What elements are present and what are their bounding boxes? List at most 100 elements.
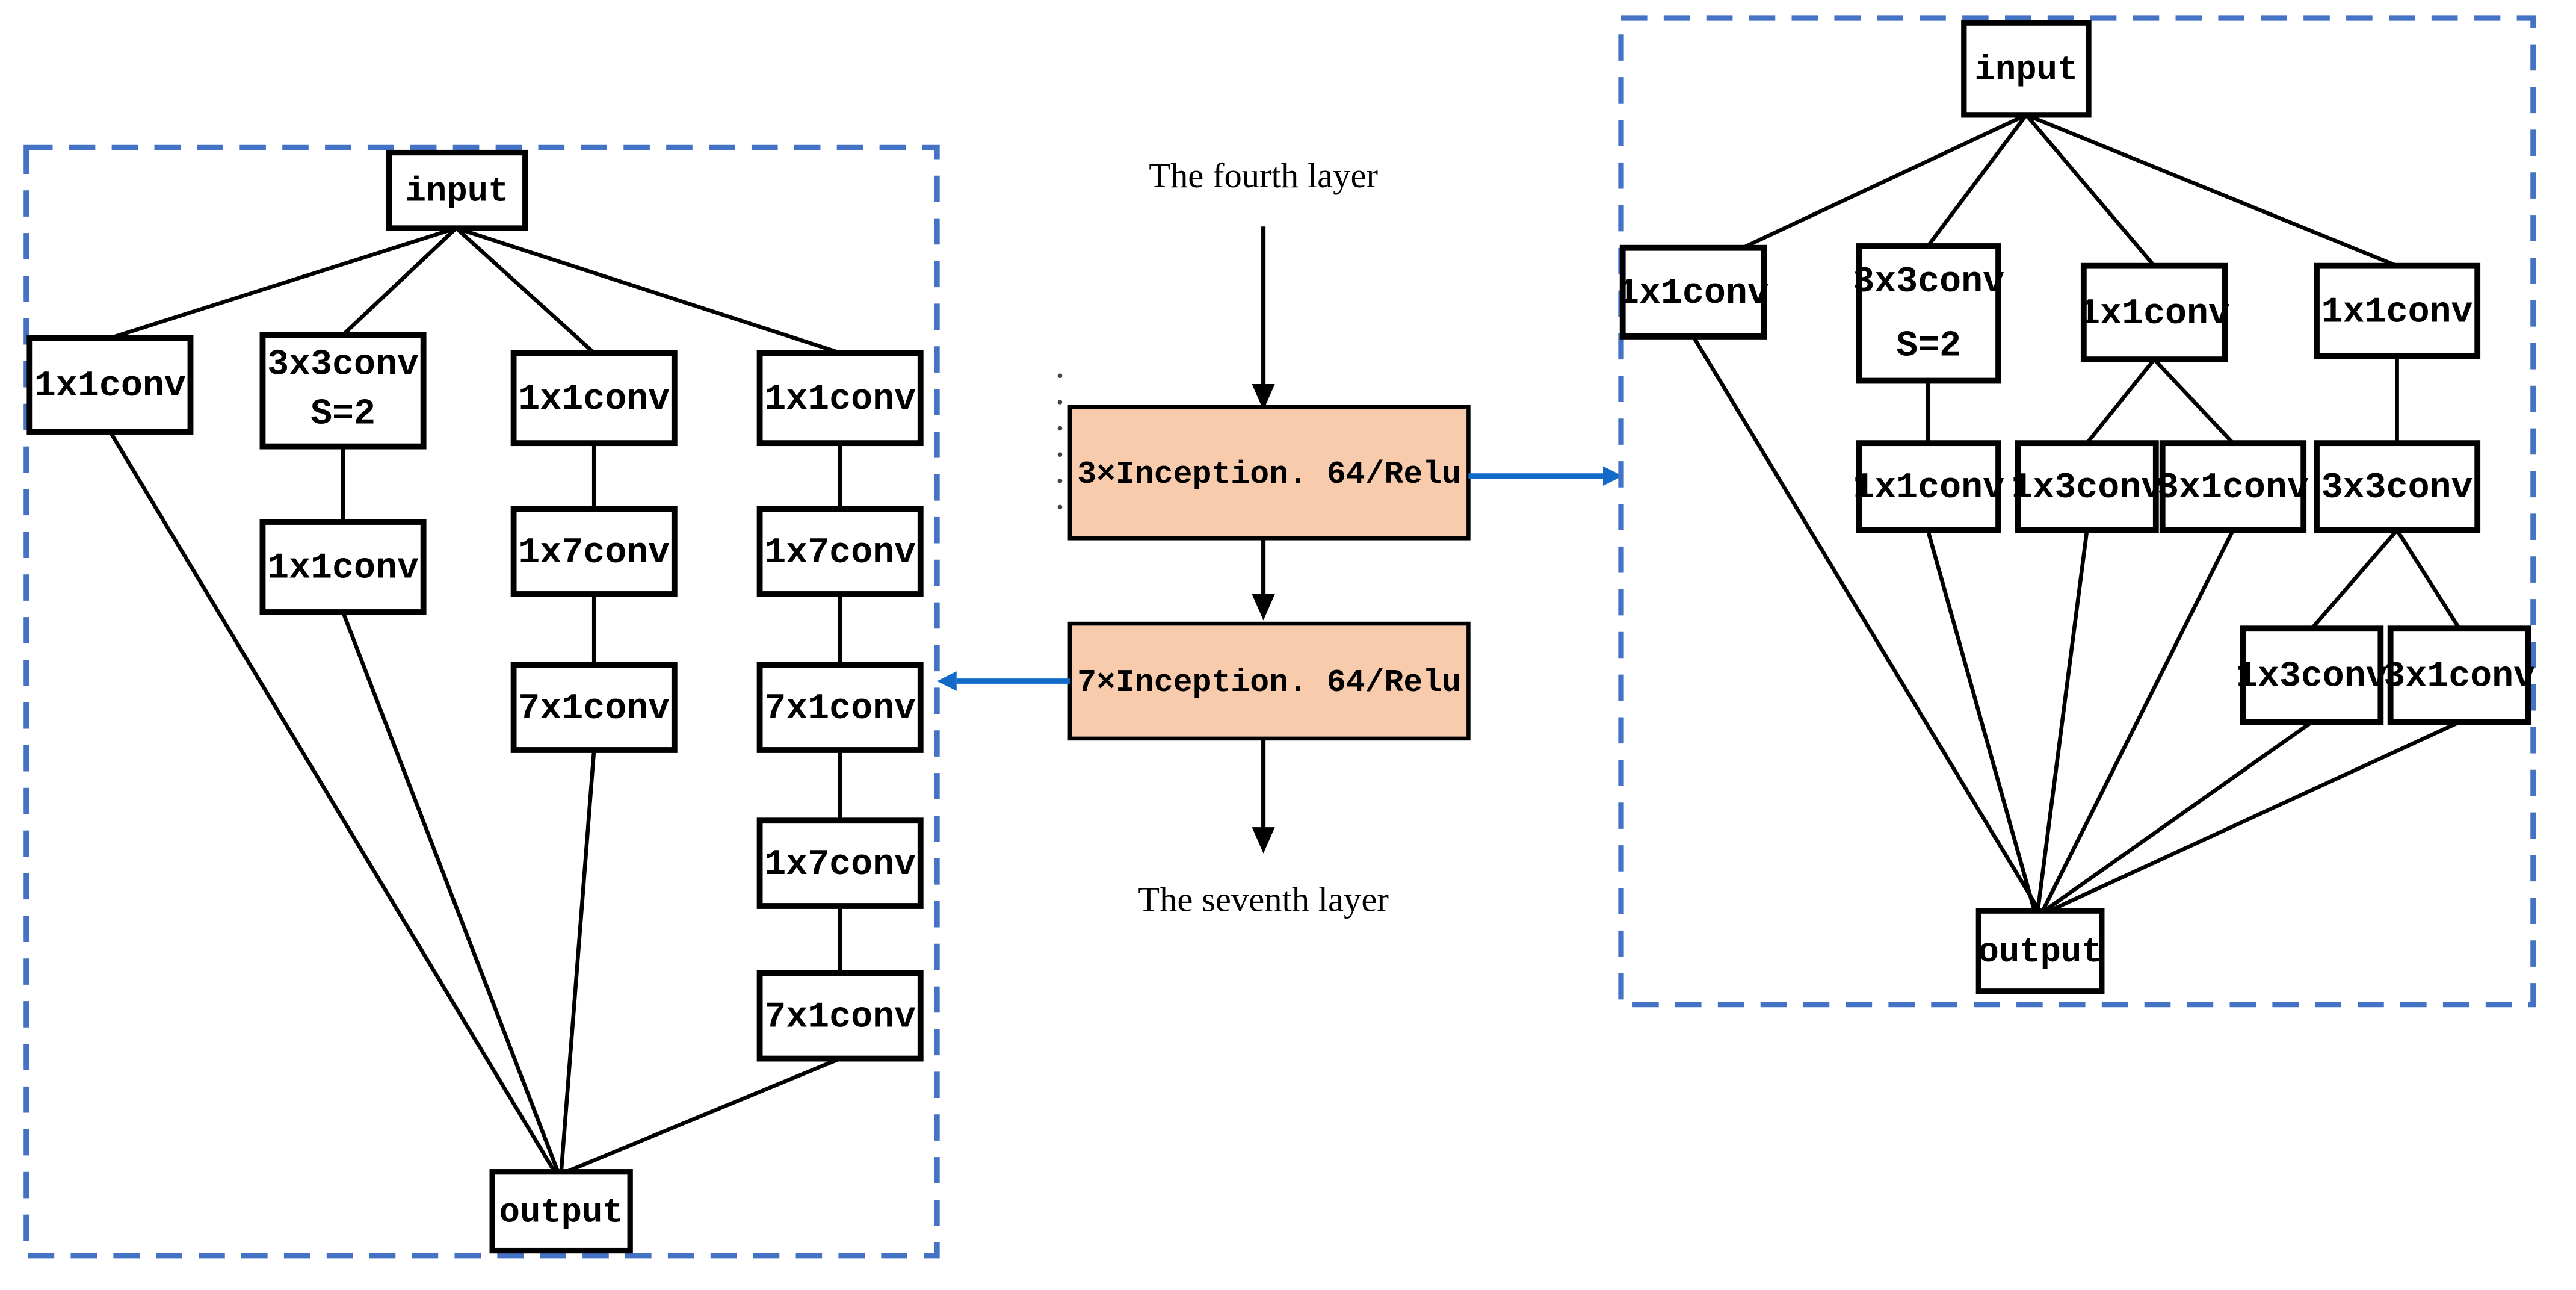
left-edge-input-branch2 [341, 226, 458, 336]
left-node-output: output [489, 1169, 633, 1254]
right-branch4-grandchild1-label: 1x3conv [2236, 657, 2388, 698]
left-branch2-child-box [259, 519, 427, 615]
dot [1057, 504, 1063, 510]
left-input-box [386, 149, 528, 231]
left-branch2-box [259, 332, 427, 450]
left-edge-input-branch3 [454, 226, 596, 355]
right-edge-branch4-grandchild1 [2310, 529, 2399, 630]
right-branch3-child2-label: 3x1conv [2157, 468, 2309, 509]
left-edge-branch3-output [559, 749, 596, 1172]
right-node-branch3-conv: 1x1conv [2078, 262, 2230, 363]
right-branch4-grandchild2-box [2387, 625, 2531, 725]
left-node-branch4-child4: 7x1conv [756, 970, 924, 1062]
inception7-label: 7×Inception. 64/Relu [1077, 665, 1461, 701]
right-node-branch3-child1: 1x3conv [2011, 440, 2163, 533]
dotted-artifact [1057, 373, 1063, 510]
left-edge-branch2-output [341, 611, 560, 1173]
right-edge-input-branch3 [2024, 113, 2156, 267]
dot [1057, 479, 1063, 483]
dot [1057, 426, 1063, 431]
left-node-branch4-conv: 1x1conv [756, 350, 924, 447]
right-edge-branch2-output [1926, 529, 2037, 912]
left-branch4-box [756, 350, 924, 447]
right-node-input: input [1961, 20, 2092, 118]
arrow-down-icon [1252, 383, 1275, 411]
left-node-branch1-conv: 1x1conv [26, 335, 194, 435]
flow-bottom-label: The seventh layer [1138, 880, 1389, 919]
right-node-branch4-conv: 1x1conv [2314, 262, 2481, 359]
right-edge-input-branch4 [2025, 113, 2398, 268]
right-branch3-child2-box [2159, 440, 2307, 533]
left-module-dashed-border [23, 144, 940, 1259]
right-branch3-label: 1x1conv [2078, 294, 2230, 335]
left-branch4-child4-label: 7x1conv [764, 997, 916, 1038]
arrow-down-icon [1252, 827, 1275, 854]
right-input-label: input [1975, 51, 2078, 90]
right-edge-input-branch1 [1738, 113, 2027, 252]
flow-column: The fourth layer 3×Inception. 64/Relu 7×… [937, 156, 1623, 919]
left-output-label: output [499, 1193, 623, 1232]
dot [1057, 452, 1063, 457]
right-branch2-label-line1: 3x3conv [1853, 262, 2004, 303]
right-edge-branch4-grandchild2 [2395, 529, 2461, 630]
left-node-branch3-conv: 1x1conv [510, 350, 678, 447]
left-edge-branch4-output [565, 1056, 841, 1174]
flow-top-label: The fourth layer [1149, 156, 1378, 195]
right-input-box [1961, 20, 2092, 118]
right-branch3-child1-box [2015, 440, 2159, 533]
right-branch1-box [1619, 244, 1767, 340]
right-edge-branch4g1-output [2043, 720, 2313, 913]
left-node-branch4-child2: 7x1conv [756, 662, 924, 753]
right-branch4-box [2314, 262, 2481, 359]
left-branch3-label: 1x1conv [518, 379, 670, 420]
left-branch4-label: 1x1conv [764, 379, 916, 420]
arrow-down-icon [1252, 594, 1275, 621]
right-node-branch4-grandchild2: 3x1conv [2383, 625, 2535, 725]
left-branch4-child2-box [756, 662, 924, 753]
inception3-block [1067, 405, 1471, 541]
left-branch3-child1-label: 1x7conv [518, 533, 670, 574]
right-module-dashed-border [1618, 15, 2536, 1008]
right-branch2-box [1856, 243, 2001, 384]
right-node-branch2-conv: 3x3conv S=2 [1853, 243, 2004, 384]
left-node-input: input [386, 149, 528, 231]
right-node-branch2-child: 1x1conv [1853, 440, 2004, 533]
right-node-branch3-child2: 3x1conv [2157, 440, 2309, 533]
left-branch3-box [510, 350, 678, 447]
right-edge-branch3-child1 [2085, 358, 2156, 445]
left-node-branch2-conv: 3x3conv S=2 [259, 332, 427, 450]
left-inception-module: input 1x1conv 3x3conv S=2 1x1conv 1x1con… [23, 144, 940, 1259]
left-branch2-label-line2: S=2 [310, 394, 375, 435]
right-branch1-label: 1x1conv [1617, 273, 1769, 314]
right-branch2-child-label: 1x1conv [1853, 468, 2004, 509]
left-branch2-child-label: 1x1conv [267, 548, 419, 589]
right-edge-branch3-child2 [2152, 358, 2235, 445]
right-branch2-child-box [1856, 440, 2001, 533]
dot [1057, 373, 1063, 379]
right-node-branch4-grandchild1: 1x3conv [2236, 625, 2388, 725]
left-output-box [489, 1169, 633, 1254]
arrow-right-icon [1602, 466, 1623, 486]
right-inception-module: input 1x1conv 3x3conv S=2 1x1conv 1x1con… [1617, 15, 2536, 1008]
inception3-label: 3×Inception. 64/Relu [1077, 456, 1461, 492]
right-node-output: output [1975, 908, 2105, 994]
dot [1057, 400, 1063, 405]
right-output-label: output [1978, 933, 2102, 972]
right-edge-input-branch2 [1926, 113, 2028, 247]
right-branch4-label: 1x1conv [2321, 292, 2473, 333]
right-node-branch1-conv: 1x1conv [1617, 244, 1769, 340]
right-branch4-grandchild2-label: 3x1conv [2383, 657, 2535, 698]
left-node-branch4-child3: 1x7conv [756, 817, 924, 909]
right-edge-branch3c2-output [2040, 529, 2235, 912]
right-branch4-child-box [2314, 440, 2481, 533]
left-branch3-child1-box [510, 506, 678, 597]
left-node-branch3-child2: 7x1conv [510, 662, 678, 753]
left-branch4-child3-box [756, 817, 924, 909]
left-node-branch4-child1: 1x7conv [756, 506, 924, 597]
right-branch2-label-line2: S=2 [1896, 326, 1961, 367]
left-edge-branch1-output [108, 430, 557, 1173]
right-branch4-child-label: 3x3conv [2321, 468, 2473, 509]
left-branch4-child3-label: 1x7conv [764, 845, 916, 885]
left-branch4-child1-box [756, 506, 924, 597]
